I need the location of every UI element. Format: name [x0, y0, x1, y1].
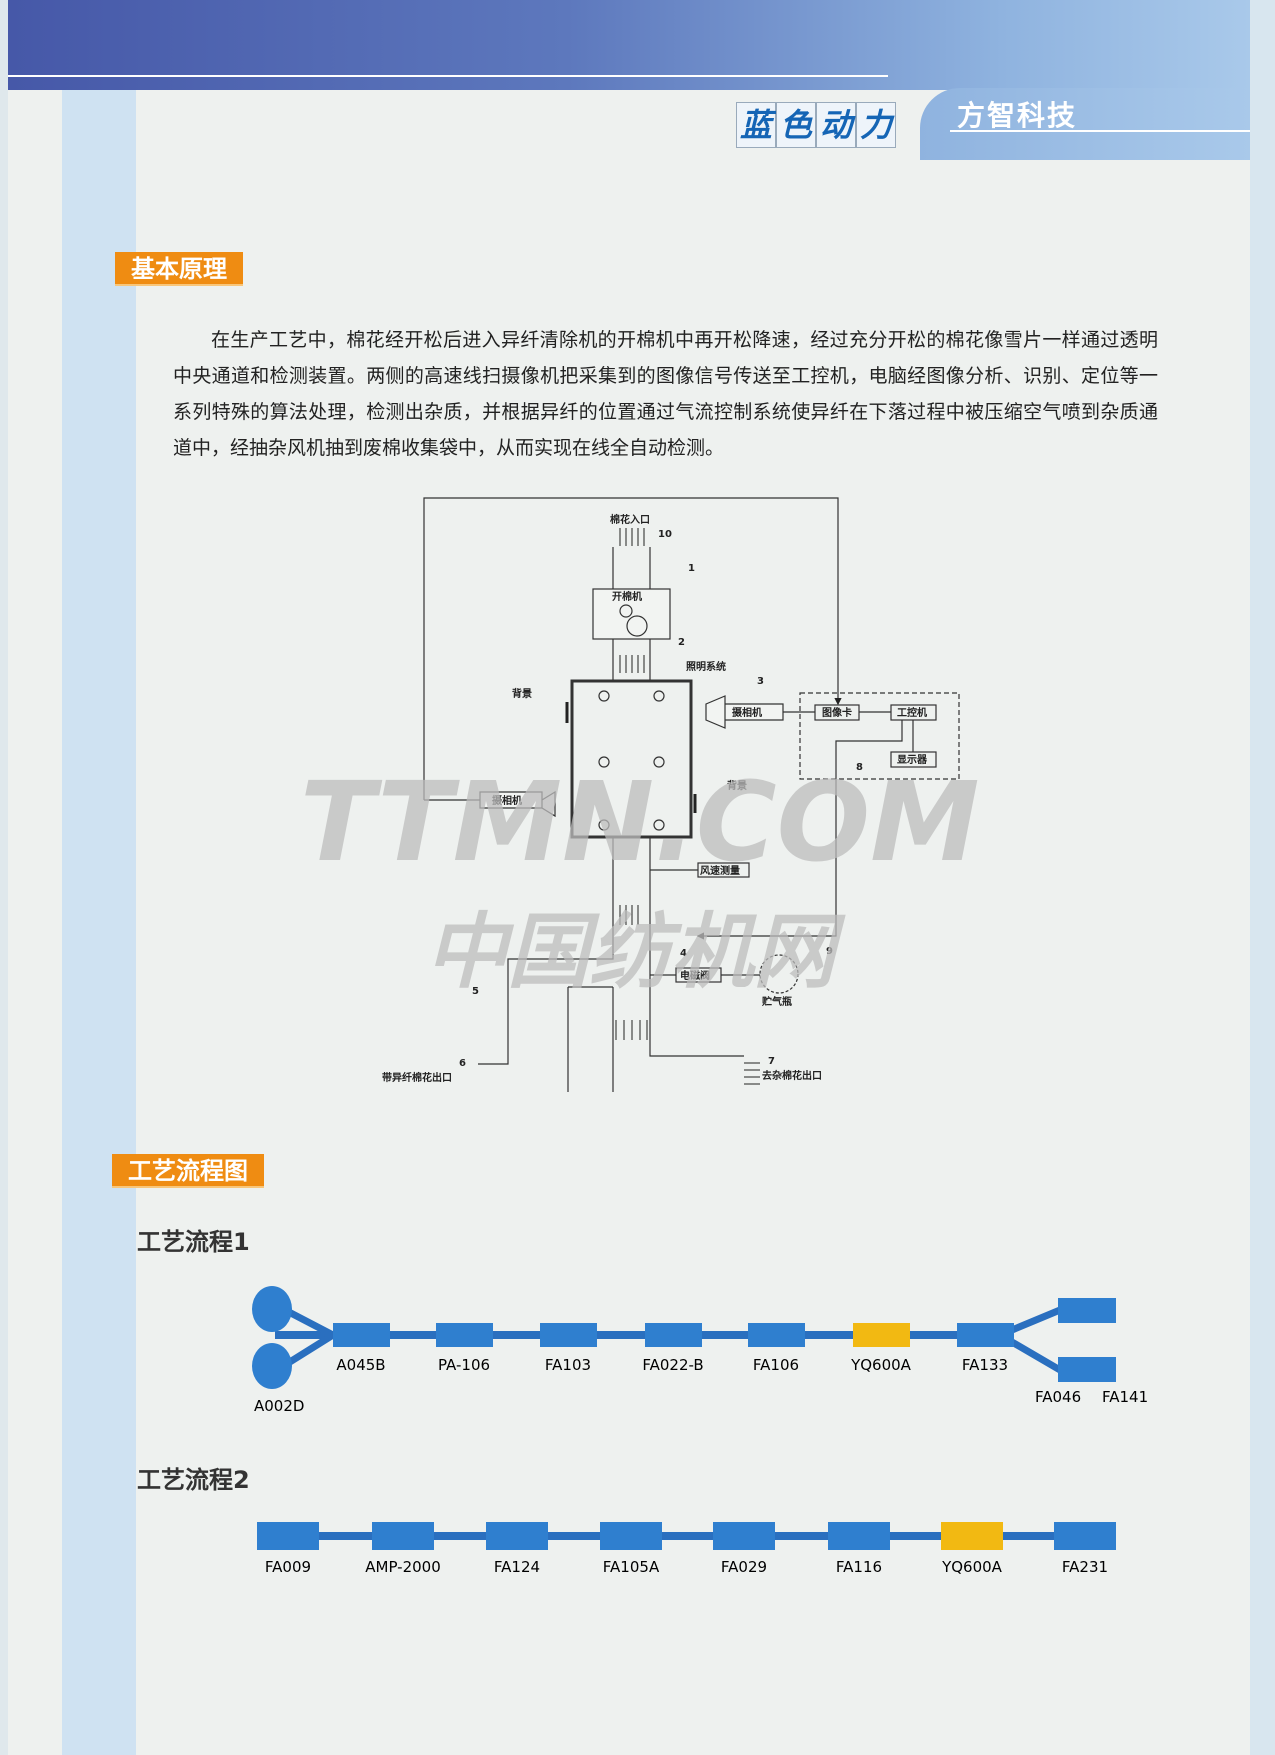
flow1-end-label: FA141: [1102, 1388, 1148, 1406]
camera-right-label: 摄相机: [732, 706, 762, 719]
watermark-text: 中国纺机网: [425, 905, 846, 1000]
header-divider: [8, 75, 888, 77]
lamp-icons: [598, 690, 665, 831]
callout-number: 3: [757, 676, 764, 687]
outlet-foreign-label: 带异纤棉花出口: [382, 1071, 452, 1084]
ipc-label: 工控机: [897, 706, 927, 719]
image-card-label: 图像卡: [822, 706, 852, 719]
section-title-flow: 工艺流程图: [112, 1154, 264, 1188]
page-edge: [0, 0, 8, 1755]
callout-number: 9: [826, 946, 833, 957]
background-left-label: 背景: [512, 687, 532, 700]
flow2-node-label: FA231: [1062, 1558, 1108, 1576]
flow2-node: [941, 1522, 1003, 1550]
outlet-clean-label: 去杂棉花出口: [762, 1069, 822, 1082]
flow-arrows: [615, 528, 760, 1085]
flow2-node: [600, 1522, 662, 1550]
flow1-node-label: FA103: [545, 1356, 591, 1374]
air-tank-label: 贮气瓶: [761, 995, 792, 1008]
principle-paragraph: 在生产工艺中，棉花经开松后进入异纤清除机的开棉机中再开松降速，经过充分开松的棉花…: [173, 329, 1158, 459]
wind-speed-label: 风速测量: [700, 864, 740, 877]
camera-left-icon: [479, 790, 556, 818]
flow2-node-label: FA116: [836, 1558, 882, 1576]
flow1-end-node: [1058, 1298, 1116, 1323]
slogan-char: 动: [816, 102, 856, 148]
flow1-start-node: [252, 1286, 292, 1332]
roller-icon: [619, 604, 633, 618]
flow1-node: [436, 1323, 493, 1347]
flow1-end-node: [1058, 1357, 1116, 1382]
flow1-node: [540, 1323, 597, 1347]
camera-left-label: 摄相机: [492, 794, 522, 807]
section-title-principle: 基本原理: [115, 252, 243, 286]
callout-number: 6: [459, 1058, 466, 1069]
slogan: 蓝 色 动 力: [736, 102, 896, 148]
background-plates: [565, 702, 697, 813]
detection-box: [570, 679, 693, 839]
flow2-node-label: FA105A: [603, 1558, 660, 1576]
flow1-title: 工艺流程1: [137, 1228, 250, 1256]
flow1-node-label: YQ600A: [850, 1356, 912, 1374]
callout-number: 7: [768, 1056, 775, 1067]
inlet-label: 棉花入口: [610, 513, 650, 526]
left-stripe: [62, 90, 136, 1755]
flow1-start-node: [252, 1343, 292, 1389]
content-area: [136, 92, 1250, 1755]
control-unit-box: [799, 692, 960, 780]
flow2-node: [828, 1522, 890, 1550]
watermark: TTMN.COM 中国纺机网: [300, 758, 980, 1000]
flow2-node-label: AMP-2000: [365, 1558, 441, 1576]
flow2-node-label: FA124: [494, 1558, 540, 1576]
flow1-node-label: FA022-B: [642, 1356, 703, 1374]
flow2-node: [257, 1522, 319, 1550]
callout-number: 10: [658, 529, 672, 540]
flow1-node-label: FA133: [962, 1356, 1008, 1374]
display-label: 显示器: [897, 754, 928, 766]
flow1-node-label: FA106: [753, 1356, 799, 1374]
callout-number: 5: [472, 986, 479, 997]
brand-tab: [920, 88, 1250, 160]
control-lines: [698, 711, 914, 936]
air-tank-icon: [759, 954, 799, 994]
flow2-node-label: FA029: [721, 1558, 767, 1576]
flow1-node-label: A045B: [336, 1356, 385, 1374]
flow1-node: [853, 1323, 910, 1347]
slogan-char: 蓝: [736, 102, 776, 148]
flow1-node: [645, 1323, 702, 1347]
flow2-node: [713, 1522, 775, 1550]
slogan-char: 力: [856, 102, 896, 148]
slogan-char: 色: [776, 102, 816, 148]
lighting-label: 照明系统: [686, 660, 726, 673]
company-name: 方智科技: [957, 99, 1078, 132]
flow1-node-label: PA-106: [438, 1356, 490, 1374]
callout-number: 2: [678, 637, 685, 648]
opener-label: 开棉机: [612, 590, 642, 603]
camera-right-icon: [705, 695, 784, 729]
background-right-label: 背景: [727, 779, 747, 792]
flow2-node-label: FA009: [265, 1558, 311, 1576]
signal-line: [423, 497, 842, 800]
flow1-node: [333, 1323, 390, 1347]
watermark-text: TTMN.COM: [300, 758, 980, 886]
callout-number: 4: [680, 948, 687, 959]
flow1-node: [957, 1323, 1014, 1347]
flow2-node: [372, 1522, 434, 1550]
flow1-end-label: FA046: [1035, 1388, 1081, 1406]
valve-label: 电磁阀: [680, 969, 710, 982]
roller-icon: [626, 615, 648, 637]
brand-divider: [950, 130, 1250, 132]
flow1-start-label: A002D: [254, 1397, 304, 1415]
callout-number: 8: [856, 762, 863, 773]
flow2-node: [486, 1522, 548, 1550]
foreign-channel: [567, 986, 614, 1092]
callout-number: 1: [688, 563, 695, 574]
flow1-node: [748, 1323, 805, 1347]
flow2-node-label: YQ600A: [941, 1558, 1003, 1576]
flow2-node: [1054, 1522, 1116, 1550]
flow2-title: 工艺流程2: [137, 1466, 250, 1494]
page-edge-right: [1250, 0, 1275, 1755]
